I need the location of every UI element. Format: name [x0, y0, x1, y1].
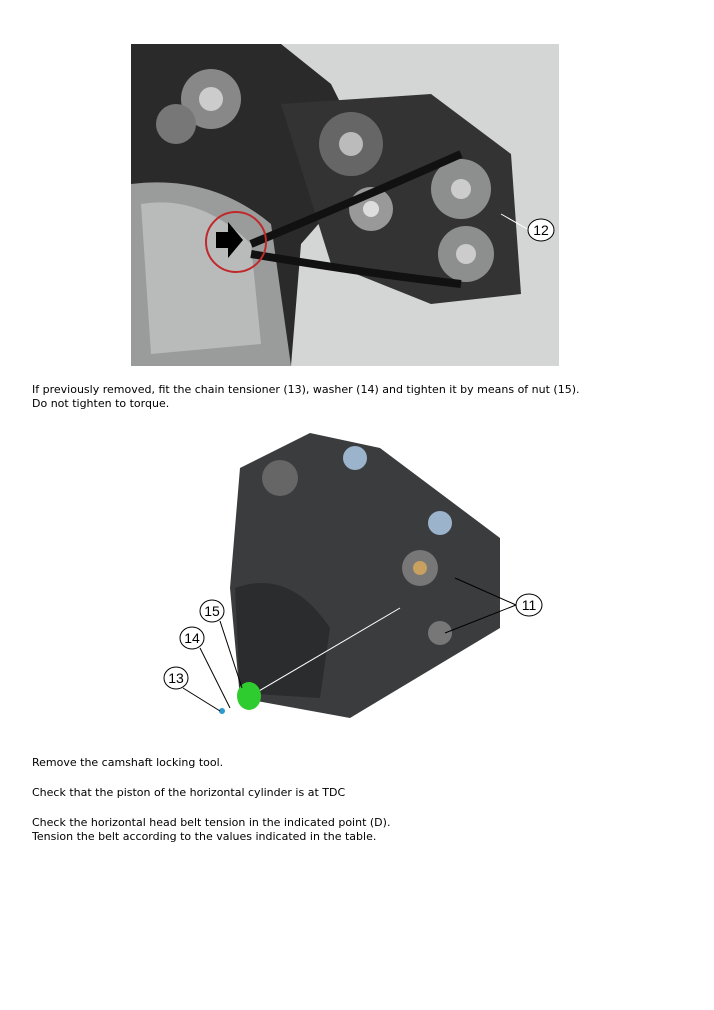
instruction-line: Remove the camshaft locking tool. [32, 756, 224, 769]
instruction-line: If previously removed, fit the chain ten… [32, 383, 580, 396]
callout-14: 14 [184, 630, 200, 646]
instruction-line: Tension the belt according to the values… [32, 830, 377, 843]
callout-15: 15 [204, 603, 220, 619]
arrow-icon [216, 222, 243, 258]
callout-11: 11 [522, 597, 537, 613]
engine-belt-photo: 12 [131, 44, 559, 366]
engine-diagram: 15 14 13 11 [163, 433, 543, 718]
instruction-line: Check that the piston of the horizontal … [32, 786, 346, 799]
instruction-line: Check the horizontal head belt tension i… [32, 816, 391, 829]
callout-13: 13 [168, 670, 184, 686]
callout-12: 12 [533, 222, 549, 238]
instruction-line: Do not tighten to torque. [32, 397, 170, 410]
